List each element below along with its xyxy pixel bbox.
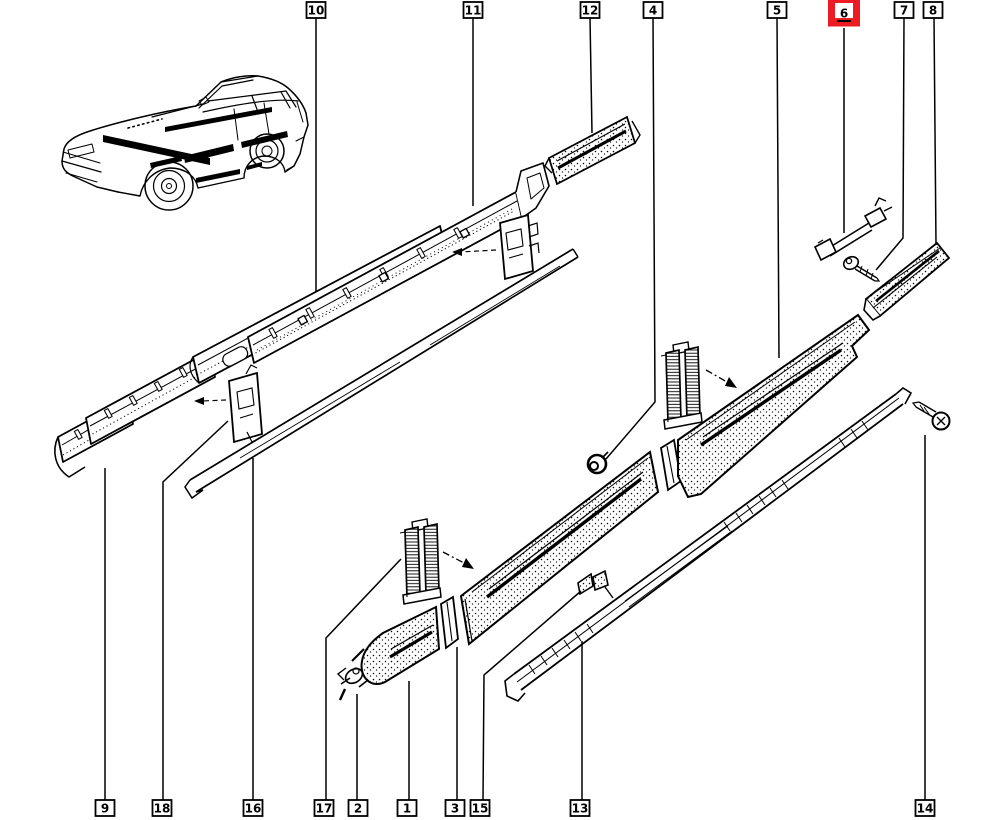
callout-label: 7 [900, 4, 908, 18]
callout-label: 1 [403, 802, 411, 816]
clip-plate-left [194, 364, 263, 444]
callout-label: 15 [472, 802, 489, 816]
fastener-ring-4 [586, 451, 609, 475]
callout-box[interactable] [569, 799, 591, 817]
callout-label: 16 [245, 802, 262, 816]
leader-line [933, 17, 937, 246]
callout-box[interactable] [242, 799, 264, 817]
callout-label: 6 [840, 7, 848, 21]
underline [837, 20, 851, 22]
callout-9[interactable]: 9 [94, 468, 116, 817]
callout-5[interactable]: 5 [766, 1, 788, 359]
callout-label: 9 [101, 802, 109, 816]
callout-box[interactable] [313, 799, 335, 817]
callout-label: 2 [354, 802, 362, 816]
callout-box[interactable] [579, 1, 601, 19]
callout-4[interactable]: 4 [605, 1, 664, 460]
callout-label: 12 [582, 4, 599, 18]
end-strip-8 [863, 241, 951, 322]
screw-part-14 [911, 401, 951, 431]
callout-box[interactable] [922, 1, 944, 19]
callout-label: 17 [316, 802, 333, 816]
callout-box[interactable] [396, 799, 418, 817]
rod-part-6 [813, 197, 893, 262]
strip-segment-2 [85, 350, 216, 445]
lower-sill-strip-13 [504, 387, 913, 702]
callout-label: 10 [308, 4, 325, 18]
arrowhead [725, 377, 737, 388]
leader-line [325, 558, 402, 800]
callout-16[interactable]: 16 [242, 458, 264, 817]
callout-12[interactable]: 12 [579, 1, 601, 134]
callout-label: 14 [917, 802, 934, 816]
callout-18[interactable]: 18 [151, 420, 229, 817]
callout-label: 18 [154, 802, 171, 816]
door-moulding-front-1 [360, 605, 441, 685]
callout-box[interactable] [347, 799, 369, 817]
hatch-ticks [528, 420, 869, 675]
leader-line [589, 17, 593, 134]
callout-box[interactable] [766, 1, 788, 19]
short-strip-12 [544, 115, 641, 186]
callout-2[interactable]: 2 [347, 694, 369, 817]
door-moulding-rear-5 [677, 313, 871, 499]
arrowhead [452, 248, 462, 256]
callout-box[interactable] [469, 799, 491, 817]
retainer-clip-4 [660, 341, 703, 430]
callout-box[interactable] [444, 799, 466, 817]
leader-line [776, 17, 780, 359]
callout-box[interactable] [914, 799, 936, 817]
car-illustration [61, 75, 309, 211]
callout-box[interactable] [151, 799, 173, 817]
arrowhead [194, 397, 204, 405]
clip-insert-arrow-4 [705, 369, 737, 388]
leader-line [605, 17, 656, 460]
callout-17[interactable]: 17 [313, 558, 402, 817]
callout-7[interactable]: 7 [875, 1, 915, 271]
callout-10[interactable]: 10 [305, 1, 327, 291]
butterfly-clip-15 [577, 569, 614, 599]
moulding-end-cap-a [440, 595, 459, 650]
callout-label: 8 [929, 4, 937, 18]
callout-6[interactable]: 6 [828, 0, 860, 233]
callout-box[interactable] [893, 1, 915, 19]
door-moulding-middle-3 [459, 450, 660, 646]
callout-label: 13 [572, 802, 589, 816]
callout-box[interactable] [305, 1, 327, 19]
leader-line [875, 17, 905, 271]
screw-part-7 [842, 255, 881, 282]
callout-box[interactable] [642, 1, 664, 19]
callout-box [835, 3, 853, 18]
callout-box[interactable] [94, 799, 116, 817]
retainer-clip-17 [399, 518, 442, 605]
callout-label: 4 [649, 4, 657, 18]
clip-insert-arrow-17 [442, 551, 474, 569]
callout-8[interactable]: 8 [922, 1, 944, 246]
leader-line [482, 590, 582, 801]
fastener-part-2 [336, 648, 369, 701]
callout-13[interactable]: 13 [569, 641, 591, 817]
callout-14[interactable]: 14 [914, 435, 936, 817]
callout-label: 5 [773, 4, 781, 18]
callout-box[interactable] [462, 1, 484, 19]
callout-1[interactable]: 1 [396, 681, 418, 817]
callout-11[interactable]: 11 [462, 1, 484, 206]
leader-line [162, 420, 229, 800]
callout-3[interactable]: 3 [444, 647, 466, 817]
callout-15[interactable]: 15 [469, 590, 582, 817]
callout-label: 3 [451, 802, 459, 816]
thin-sill-strip-16 [184, 248, 579, 500]
arrowhead [462, 558, 474, 569]
clip-plate-right [452, 213, 540, 281]
car-side-moulding-stripes [103, 107, 288, 183]
callout-label: 11 [465, 4, 482, 18]
